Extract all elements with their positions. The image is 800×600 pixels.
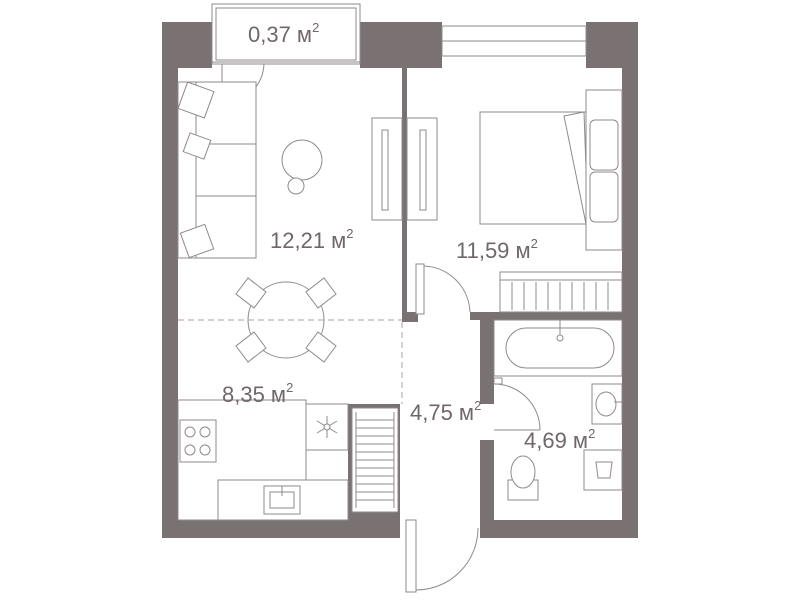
bathroom-area-label: 4,69 м2 [524,427,595,453]
balcony-area-value: 0,37 м [248,22,313,47]
bedroom-door [415,263,471,315]
hallway-shelves [351,407,399,513]
living-area-value: 12,21 м [270,228,347,253]
balcony-area-unit: 2 [312,19,320,35]
hallway-area-value: 4,75 м [410,400,475,425]
bedroom-window [441,25,587,57]
sofa [177,81,257,259]
balcony [211,3,361,65]
bedroom-wardrobe [499,271,623,313]
dining-set [235,277,337,363]
wardrobe-bedroom [406,117,438,221]
living-area-label: 12,21 м2 [270,227,354,253]
washbasin-icon [591,383,623,425]
bed [479,89,623,251]
kitchen-area-value: 8,35 м [222,382,287,407]
hallway-area-unit: 2 [474,397,482,413]
bedroom-area-value: 11,59 м [456,238,531,263]
kitchen-area-unit: 2 [286,379,294,395]
bathroom-door [493,377,541,431]
bathroom-area-value: 4,69 м [524,428,589,453]
sink-icon [263,485,301,515]
snowflake-icon [316,416,338,438]
entrance-door-frame [405,519,479,593]
cooktop-icon [179,419,217,463]
bathroom-area-unit: 2 [588,425,596,441]
wardrobe-living [371,117,403,221]
toilet-icon [507,455,539,501]
balcony-area-label: 0,37 м2 [248,21,319,47]
hallway-area-label: 4,75 м2 [410,399,481,425]
bathtub-icon [493,319,623,377]
zone-dividers [178,319,403,404]
kitchen-area-label: 8,35 м2 [222,381,293,407]
living-area-unit: 2 [346,225,354,241]
coffee-table [281,139,323,195]
bedroom-area-label: 11,59 м2 [456,237,538,263]
bedroom-area-unit: 2 [530,235,538,251]
washing-machine [583,449,623,491]
